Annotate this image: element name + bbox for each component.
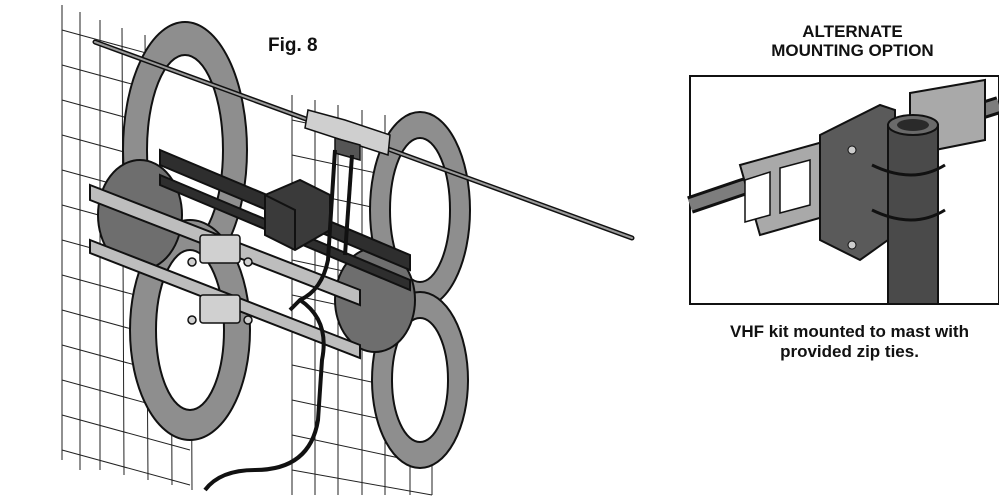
- inset-illustration: [687, 78, 999, 305]
- rod-bracket: [304, 109, 391, 161]
- balun-box: [264, 178, 331, 252]
- right-loop-element: [369, 111, 471, 469]
- inset-caption: VHF kit mounted to mast with provided zi…: [730, 322, 969, 361]
- inset-title: ALTERNATE MOUNTING OPTION: [771, 22, 934, 60]
- coax-cables: [203, 149, 354, 492]
- u-bolt-clamps: [187, 234, 253, 325]
- figure-label: Fig. 8: [268, 35, 318, 56]
